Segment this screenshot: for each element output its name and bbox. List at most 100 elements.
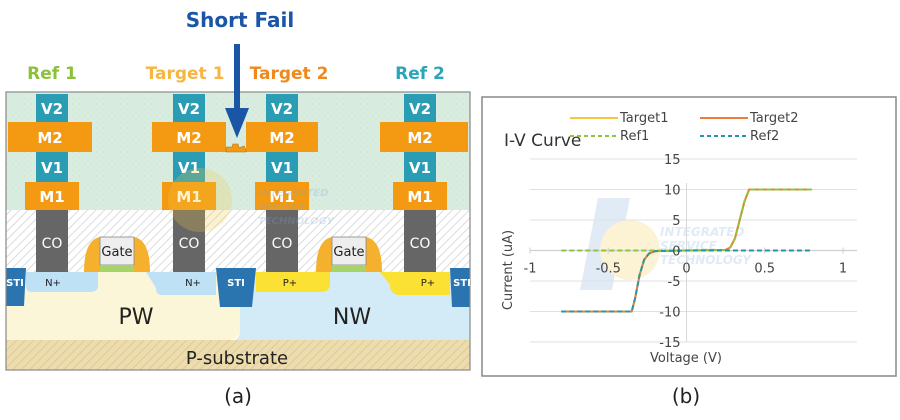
- via1-label: V1: [41, 159, 63, 177]
- contact-label: CO: [42, 236, 63, 252]
- column-label-ref2: Ref 2: [395, 64, 445, 84]
- n-plus-label: N+: [185, 278, 201, 289]
- n-plus-right: [146, 272, 216, 295]
- y-tick-label: 15: [664, 153, 681, 168]
- y-tick-label: 5: [672, 214, 680, 229]
- metal2-target2: [246, 122, 318, 152]
- via2-label: V2: [409, 100, 431, 118]
- sti-right: [450, 268, 470, 307]
- sti-middle: [216, 268, 256, 307]
- caption-a: (a): [224, 384, 252, 408]
- via2-target2: [266, 94, 298, 122]
- metal1-label: M1: [176, 188, 201, 206]
- short-fail-title: Short Fail: [185, 8, 295, 32]
- metal2-target1: [152, 122, 226, 152]
- contact-label: CO: [410, 236, 431, 252]
- y-tick-label: 0: [672, 245, 680, 260]
- p-plus-label: P+: [283, 278, 297, 289]
- via2-ref1: [36, 94, 68, 122]
- y-tick-label: -10: [659, 306, 680, 321]
- chart-border: [481, 96, 897, 377]
- y-axis-label: Current (uA): [501, 230, 516, 310]
- contact-label: CO: [179, 236, 200, 252]
- watermark-logo: INTEGRATED SERVICE TECHNOLOGY: [168, 168, 336, 232]
- metal1-ref1: [25, 182, 79, 210]
- contact-target2: [266, 210, 298, 272]
- svg-text:TECHNOLOGY: TECHNOLOGY: [660, 253, 752, 267]
- cross-section-diagram: V2 V2 V2 V2 M2 M2 M2 M2 V1 V1 V1 V1 M1 M…: [5, 44, 471, 371]
- legend-label-ref2: Ref2: [750, 129, 779, 144]
- via1-target1: [173, 152, 205, 182]
- via1-ref2: [404, 152, 436, 182]
- p-plus-right: [380, 272, 450, 295]
- x-tick-label: 1: [839, 262, 847, 277]
- gate-label: Gate: [333, 245, 364, 260]
- metal2-ref1: [8, 122, 92, 152]
- substrate-label: P-substrate: [186, 348, 288, 369]
- via1-target2: [266, 152, 298, 182]
- metal2-label: M2: [269, 129, 294, 147]
- metal1-ref2: [393, 182, 447, 210]
- series-ref2: [561, 249, 812, 313]
- metal2-ref2: [380, 122, 468, 152]
- contact-ref2: [404, 210, 436, 272]
- y-tick-label: 10: [664, 184, 681, 199]
- metal2-label: M2: [407, 129, 432, 147]
- svg-text:TECHNOLOGY: TECHNOLOGY: [258, 216, 336, 227]
- x-tick-label: 0.5: [754, 262, 775, 277]
- contact-ref1: [36, 210, 68, 272]
- gate-nmos: [84, 236, 150, 272]
- p-plus-label: P+: [421, 278, 435, 289]
- svg-text:INTEGRATED: INTEGRATED: [258, 188, 328, 199]
- contact-label: CO: [272, 236, 293, 252]
- column-label-target1: Target 1: [145, 64, 225, 84]
- via2-label: V2: [178, 100, 200, 118]
- sti-label: STI: [6, 278, 24, 289]
- metal1-label: M1: [269, 188, 294, 206]
- via2-ref2: [404, 94, 436, 122]
- p-well-label: PW: [118, 305, 153, 330]
- column-label-target2: Target 2: [249, 64, 329, 84]
- cross-section-panel: V2 V2 V2 V2 M2 M2 M2 M2 V1 V1 V1 V1 M1 M…: [5, 8, 471, 408]
- legend-label-target2: Target2: [749, 111, 799, 126]
- y-tick-label: -5: [668, 275, 681, 290]
- gate-label: Gate: [101, 245, 132, 260]
- metal1-target1: [162, 182, 216, 210]
- n-plus-label: N+: [45, 278, 61, 289]
- x-tick-label: -1: [524, 262, 537, 277]
- via2-target1: [173, 94, 205, 122]
- short-defect-bridge: [225, 143, 247, 153]
- legend-label-target1: Target1: [619, 111, 669, 126]
- sti-label: STI: [453, 278, 471, 289]
- sti-left: [6, 268, 26, 306]
- series-ref1: [561, 188, 812, 252]
- via1-label: V1: [409, 159, 431, 177]
- svg-text:SERVICE: SERVICE: [258, 202, 306, 213]
- gate-pmos: [316, 236, 382, 272]
- iv-curve-chart: INTEGRATED SERVICE TECHNOLOGY 151050-5-1…: [481, 96, 897, 377]
- y-tick-label: -15: [659, 336, 680, 351]
- metal1-label: M1: [39, 188, 64, 206]
- x-tick-label: -0.5: [596, 262, 621, 277]
- metal2-label: M2: [37, 129, 62, 147]
- p-substrate: [6, 340, 470, 370]
- contact-target1: [173, 210, 205, 272]
- via2-label: V2: [41, 100, 63, 118]
- metal1-label: M1: [407, 188, 432, 206]
- via1-label: V1: [271, 159, 293, 177]
- p-plus-left: [256, 272, 330, 292]
- x-tick-label: 0: [682, 262, 690, 277]
- via1-ref1: [36, 152, 68, 182]
- metal1-target2: [255, 182, 309, 210]
- svg-text:INTEGRATED: INTEGRATED: [660, 225, 745, 239]
- x-axis-label: Voltage (V): [650, 351, 722, 366]
- column-label-ref1: Ref 1: [27, 64, 77, 84]
- via2-label: V2: [271, 100, 293, 118]
- pre-metal-dielectric: [6, 210, 470, 272]
- short-fail-arrow-icon: [225, 44, 249, 138]
- sti-label: STI: [227, 278, 245, 289]
- n-plus-left: [26, 272, 98, 292]
- metal2-label: M2: [176, 129, 201, 147]
